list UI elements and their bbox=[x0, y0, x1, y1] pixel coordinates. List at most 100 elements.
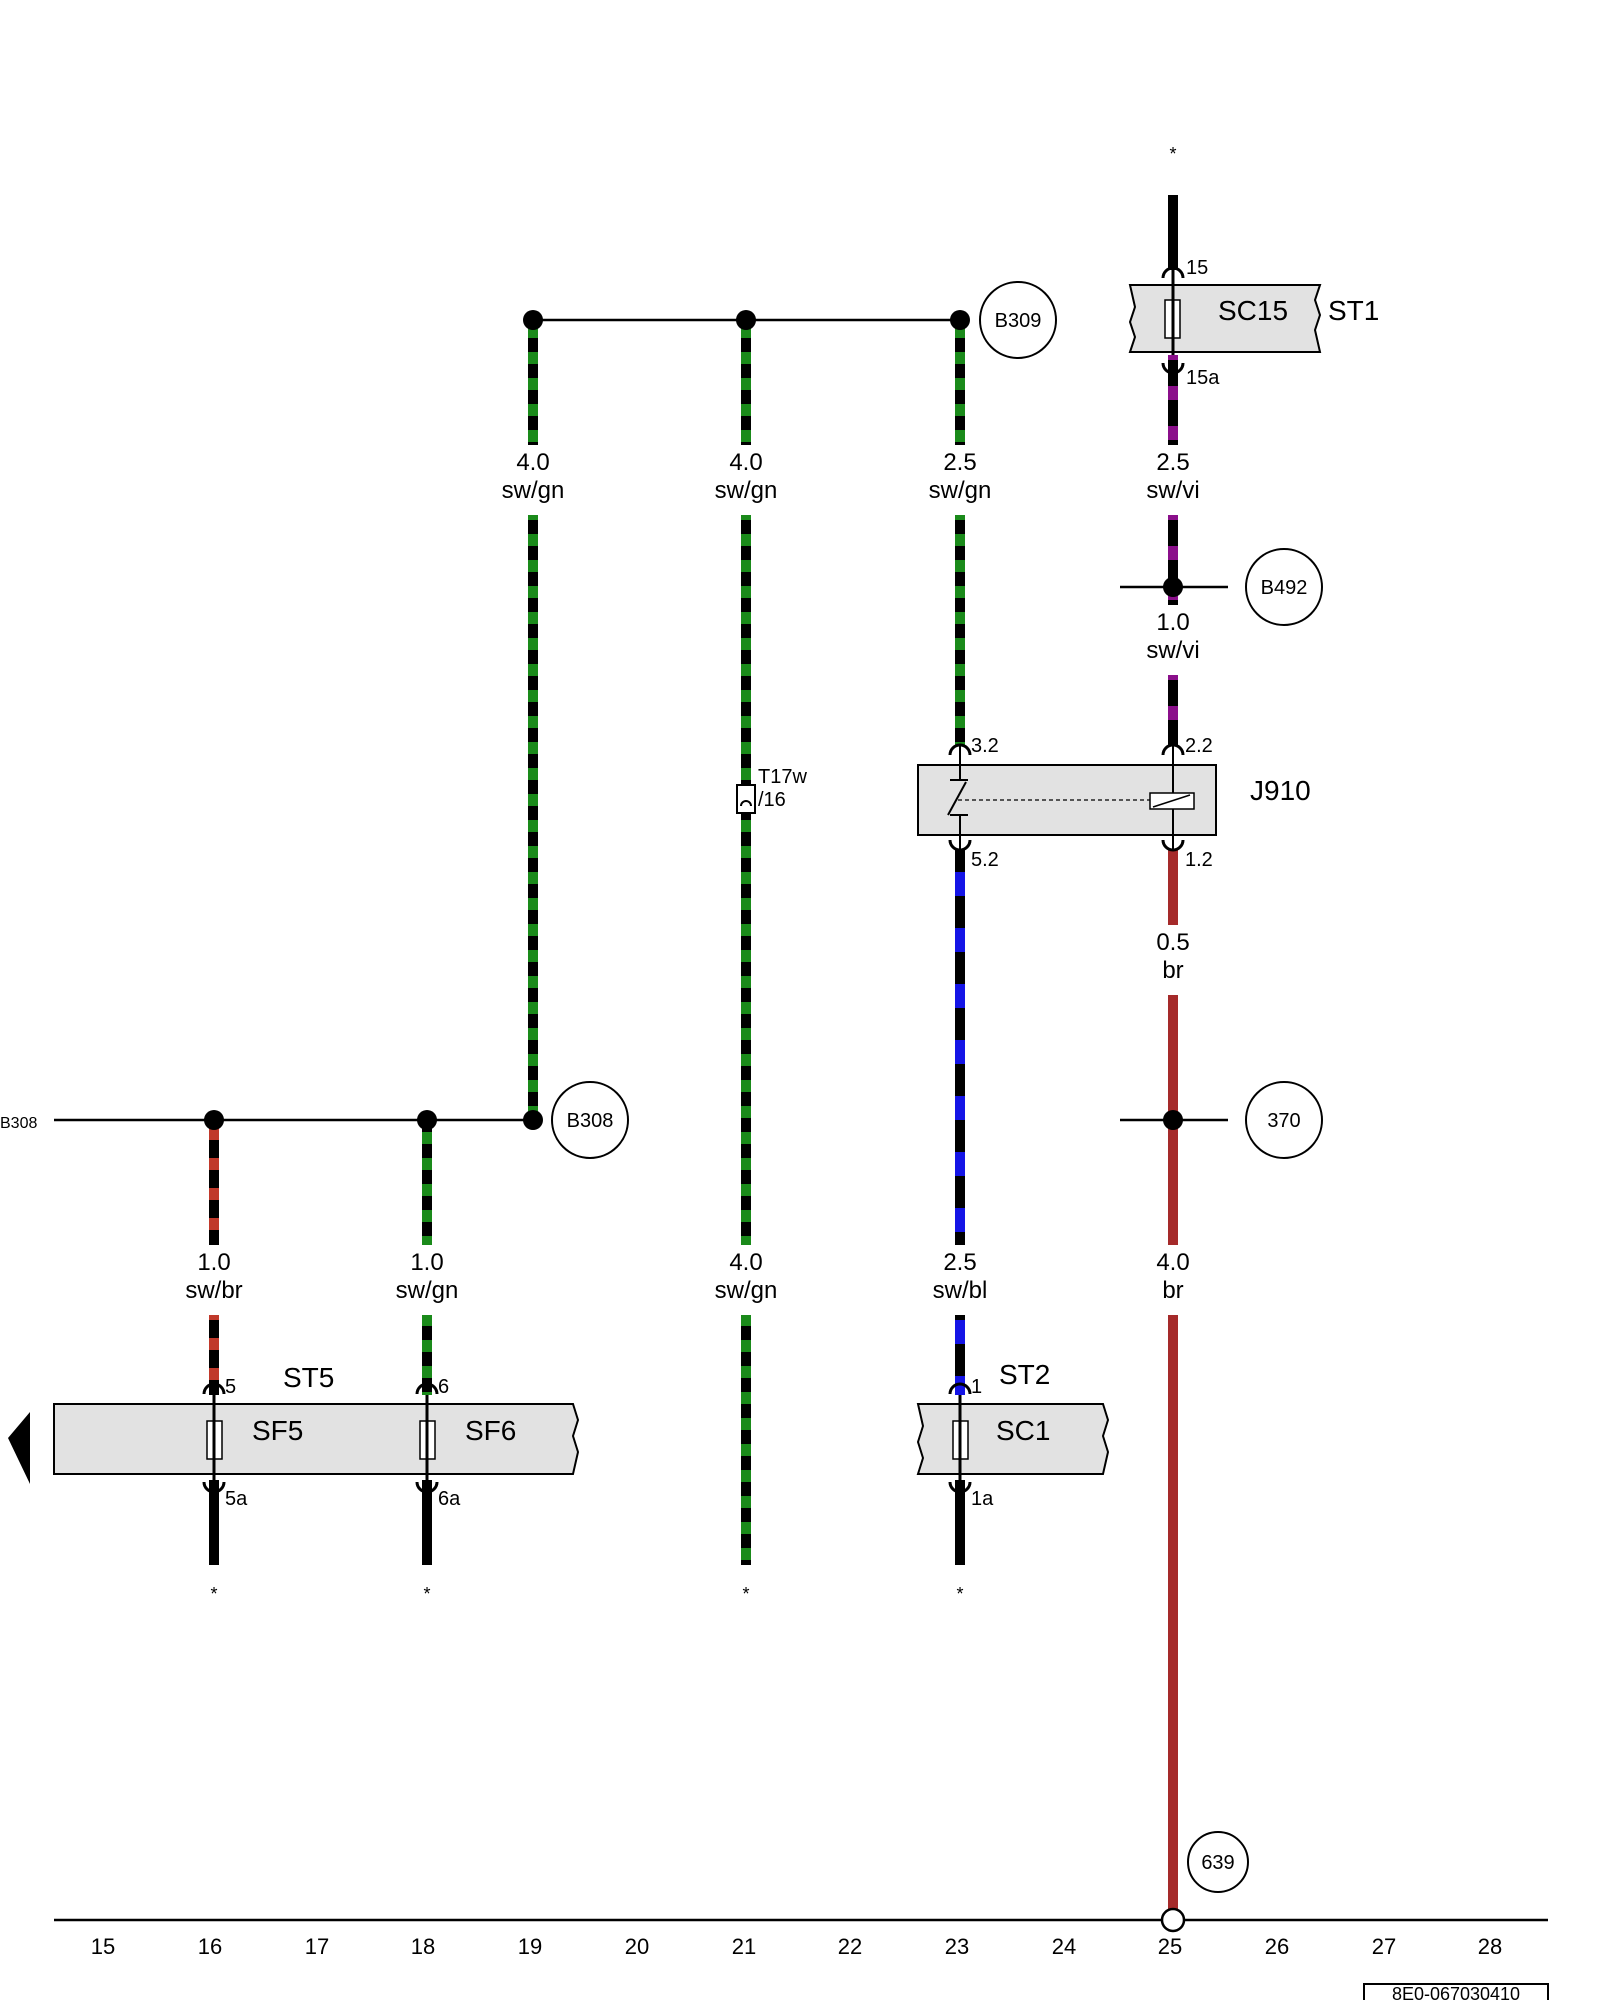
svg-text:370: 370 bbox=[1267, 1110, 1300, 1132]
wire-23-mid bbox=[955, 515, 965, 745]
wire-16-bottom bbox=[209, 1480, 219, 1565]
wire-label-25-low: 4.0 br bbox=[1156, 1249, 1189, 1304]
svg-text:4.0: 4.0 bbox=[1156, 1249, 1189, 1276]
svg-text:sw/bl: sw/bl bbox=[933, 1277, 988, 1304]
wire-label-23-low: 2.5 sw/bl bbox=[933, 1249, 988, 1304]
svg-text:4.0: 4.0 bbox=[516, 449, 549, 476]
svg-text:1.0: 1.0 bbox=[410, 1249, 443, 1276]
svg-text:SF5: SF5 bbox=[252, 1415, 303, 1446]
svg-text:sw/gn: sw/gn bbox=[715, 477, 778, 504]
svg-text:26: 26 bbox=[1265, 1934, 1289, 1959]
wire-23-low bbox=[955, 1315, 965, 1395]
svg-text:ST5: ST5 bbox=[283, 1362, 334, 1393]
wire-16-top bbox=[209, 1125, 219, 1245]
continuation-marker: * bbox=[1169, 144, 1176, 164]
svg-text:B309: B309 bbox=[995, 310, 1042, 332]
fuse-holder-st1: SC15 ST1 bbox=[1128, 270, 1379, 355]
wire-label-21-low: 4.0 sw/gn bbox=[715, 1249, 778, 1304]
wire-label-23-top: 2.5 sw/gn bbox=[929, 449, 992, 504]
wire-25-violet-low bbox=[1168, 675, 1178, 745]
continuation-marker: * bbox=[210, 1584, 217, 1604]
svg-text:2.5: 2.5 bbox=[943, 1249, 976, 1276]
junction-dot bbox=[736, 310, 756, 330]
wire-19-main bbox=[528, 515, 538, 1115]
wire-25-violet bbox=[1168, 355, 1178, 445]
junction-dot bbox=[1163, 1110, 1183, 1130]
pin-arcs bbox=[202, 266, 1185, 1494]
wire-16-low bbox=[209, 1315, 219, 1395]
fuse-holder-st5: SF5 SF6 ST5 bbox=[8, 1362, 580, 1484]
wire-25-violet-mid bbox=[1168, 515, 1178, 605]
svg-text:22: 22 bbox=[838, 1934, 862, 1959]
pin-label: 2.2 bbox=[1185, 735, 1213, 757]
svg-text:17: 17 bbox=[305, 1934, 329, 1959]
wire-label-25-top: 2.5 sw/vi bbox=[1146, 449, 1199, 504]
wire-23-bottom bbox=[955, 1480, 965, 1565]
column-number-row: 15 16 17 18 19 20 21 22 23 24 25 26 27 2… bbox=[91, 1934, 1502, 1959]
junction-dot bbox=[950, 310, 970, 330]
connection-370: 370 bbox=[1245, 1081, 1323, 1159]
wire-18-bottom bbox=[422, 1480, 432, 1565]
wire-23-blue bbox=[955, 850, 965, 1245]
svg-text:ST2: ST2 bbox=[999, 1359, 1050, 1390]
svg-text:SF6: SF6 bbox=[465, 1415, 516, 1446]
svg-text:8E0-067030410: 8E0-067030410 bbox=[1392, 1984, 1520, 2000]
connection-b309: B309 bbox=[979, 281, 1057, 359]
svg-text:28: 28 bbox=[1478, 1934, 1502, 1959]
svg-text:4.0: 4.0 bbox=[729, 449, 762, 476]
connection-b492: B492 bbox=[1245, 548, 1323, 626]
svg-text:4.0: 4.0 bbox=[729, 1249, 762, 1276]
junction-dot bbox=[523, 310, 543, 330]
svg-text:20: 20 bbox=[625, 1934, 649, 1959]
wire-21-main bbox=[741, 515, 751, 1245]
svg-text:18: 18 bbox=[411, 1934, 435, 1959]
svg-text:sw/gn: sw/gn bbox=[715, 1277, 778, 1304]
pin-label: 5 bbox=[225, 1376, 236, 1398]
svg-text:SC15: SC15 bbox=[1218, 295, 1288, 326]
wire-label-25-mid: 1.0 sw/vi bbox=[1146, 609, 1199, 664]
svg-text:25: 25 bbox=[1158, 1934, 1182, 1959]
continuation-marker: * bbox=[423, 1584, 430, 1604]
pin-label: 1.2 bbox=[1185, 849, 1213, 871]
connection-b308: B308 bbox=[551, 1081, 629, 1159]
pin-label: 5a bbox=[225, 1488, 248, 1510]
svg-text:21: 21 bbox=[732, 1934, 756, 1959]
pin-label: 6 bbox=[438, 1376, 449, 1398]
relay-j910: J910 bbox=[917, 745, 1311, 850]
svg-text:0.5: 0.5 bbox=[1156, 929, 1189, 956]
svg-text:23: 23 bbox=[945, 1934, 969, 1959]
pin-label: 15 bbox=[1186, 257, 1208, 279]
svg-text:SC1: SC1 bbox=[996, 1415, 1050, 1446]
svg-text:27: 27 bbox=[1372, 1934, 1396, 1959]
svg-text:19: 19 bbox=[518, 1934, 542, 1959]
wire-label-18-low: 1.0 sw/gn bbox=[396, 1249, 459, 1304]
bus-b308-left-label: B308 bbox=[0, 1115, 37, 1132]
pin-label: 3.2 bbox=[971, 735, 999, 757]
wire-21-low bbox=[741, 1315, 751, 1565]
svg-text:15: 15 bbox=[91, 1934, 115, 1959]
wire-18-low bbox=[422, 1315, 432, 1395]
continuation-marker: * bbox=[742, 1584, 749, 1604]
pin-label: 1 bbox=[971, 1376, 982, 1398]
junction-dot bbox=[204, 1110, 224, 1130]
junction-dot bbox=[1163, 577, 1183, 597]
svg-text:ST1: ST1 bbox=[1328, 295, 1379, 326]
connection-639: 639 bbox=[1187, 1831, 1249, 1893]
wire-label-16-low: 1.0 sw/br bbox=[185, 1249, 242, 1304]
wire-25-brown-3 bbox=[1168, 1315, 1178, 1910]
wire-19-top bbox=[528, 325, 538, 445]
junction-dot bbox=[523, 1110, 543, 1130]
junction-dot bbox=[417, 1110, 437, 1130]
svg-text:sw/vi: sw/vi bbox=[1146, 477, 1199, 504]
svg-text:2.5: 2.5 bbox=[943, 449, 976, 476]
svg-text:br: br bbox=[1162, 1277, 1183, 1304]
pin-label: 5.2 bbox=[971, 849, 999, 871]
svg-text:T17w: T17w bbox=[758, 766, 807, 788]
wire-label-19-top: 4.0 sw/gn bbox=[502, 449, 565, 504]
svg-text:1.0: 1.0 bbox=[1156, 609, 1189, 636]
svg-text:sw/vi: sw/vi bbox=[1146, 637, 1199, 664]
svg-text:2.5: 2.5 bbox=[1156, 449, 1189, 476]
continuation-marker: * bbox=[956, 1584, 963, 1604]
pin-label: 6a bbox=[438, 1488, 461, 1510]
